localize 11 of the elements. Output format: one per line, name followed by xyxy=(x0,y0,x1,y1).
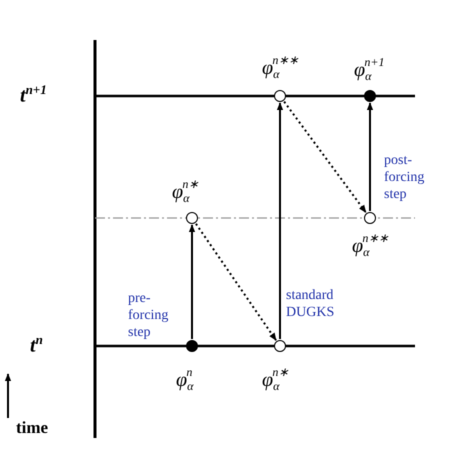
arrow xyxy=(366,102,374,211)
arrow xyxy=(276,102,284,339)
dotted-arrow xyxy=(195,223,277,341)
edge-label: standard DUGKS xyxy=(286,287,336,321)
arrow xyxy=(188,224,196,339)
edge-label: post-forcing step xyxy=(384,152,426,203)
dotted-arrow xyxy=(283,101,367,213)
axis-label: time xyxy=(16,418,48,438)
t-level-label: t$^{n}$ xyxy=(30,332,43,358)
edge-label: pre-forcing step xyxy=(128,290,170,341)
t-level-label: t$^{n+1}$ xyxy=(20,82,47,108)
